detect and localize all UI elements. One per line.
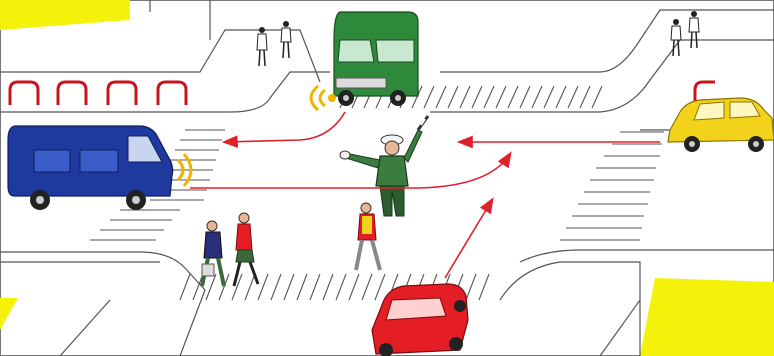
yellow-block-bottom-right xyxy=(640,278,774,356)
green-van-icon xyxy=(334,12,418,106)
turn-signal-lamp xyxy=(328,94,336,102)
